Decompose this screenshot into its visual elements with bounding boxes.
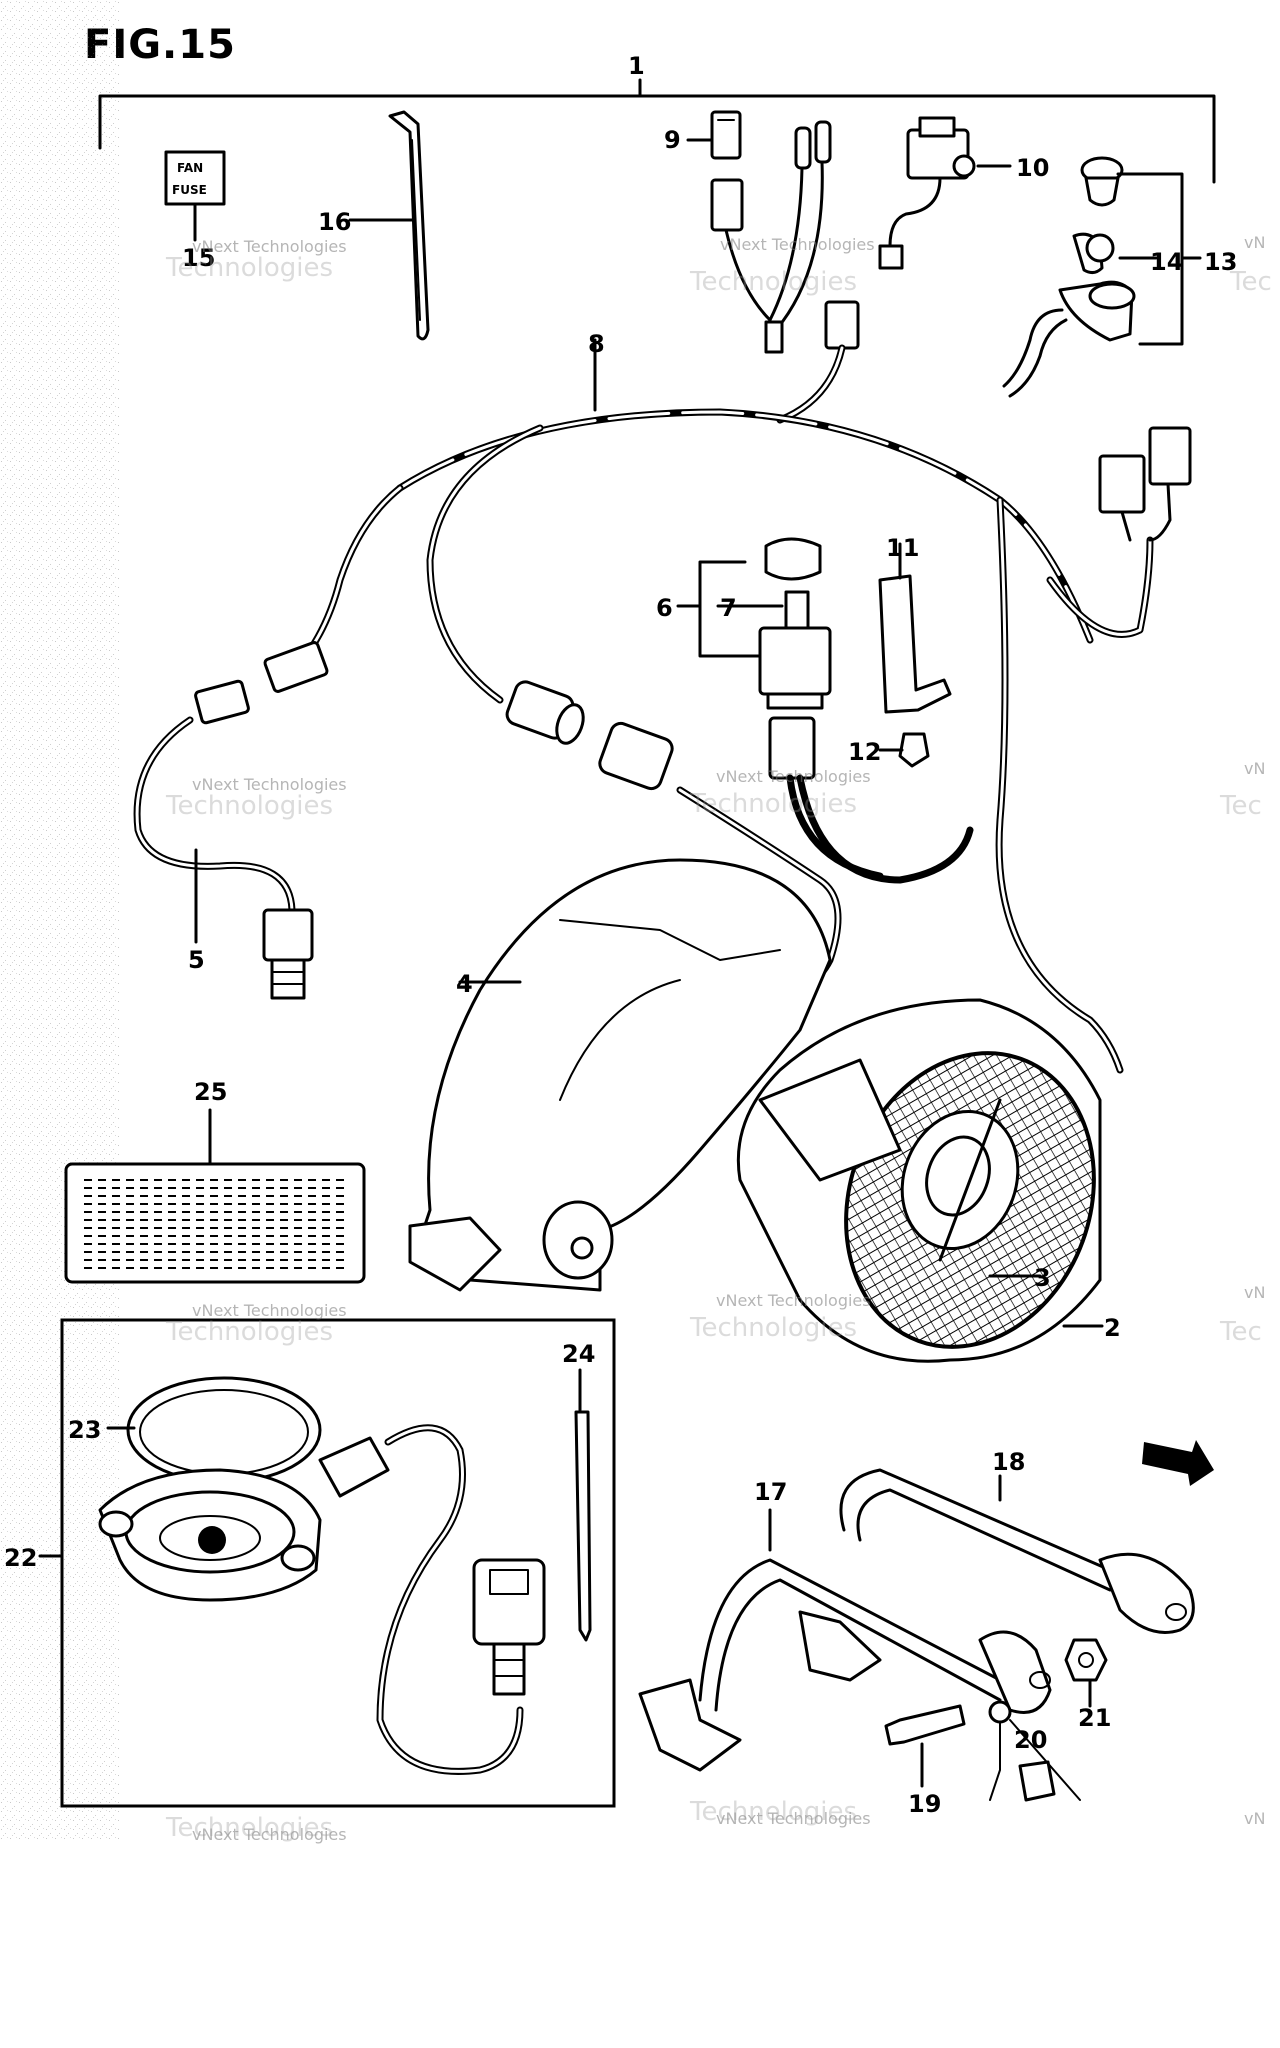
callout-20: 20 <box>1014 1726 1047 1754</box>
fan-shroud-part <box>408 858 832 1292</box>
watermark-text-edge-large: Tec <box>1229 267 1272 297</box>
lamp-socket-part <box>1002 156 1202 398</box>
watermark-text-large: Technologies <box>689 1313 857 1343</box>
callout-22: 22 <box>4 1544 37 1572</box>
watermark-text-large: Technologies <box>165 1317 333 1347</box>
watermark-text-edge: vN <box>1244 759 1265 778</box>
fuse-holder-part <box>686 110 832 354</box>
callout-1: 1 <box>628 52 645 80</box>
fan-fuse-label-part: FAN FUSE <box>164 150 226 242</box>
watermark-text-edge: vN <box>1244 1809 1265 1828</box>
callout-9: 9 <box>664 126 681 154</box>
callout-labels: 1 2 3 4 5 6 7 8 9 10 11 12 13 14 15 16 1… <box>4 52 1237 1818</box>
watermark-text-large: Technologies <box>689 789 857 819</box>
watermarks: vNext Technologies Technologies vNext Te… <box>165 233 1272 1844</box>
watermark-text-large: Technologies <box>165 791 333 821</box>
fuse-label-line2: FUSE <box>172 183 207 197</box>
watermark-text: vNext Technologies <box>192 1825 347 1844</box>
callout-17: 17 <box>754 1478 787 1506</box>
watermark-text-large: Technologies <box>165 1813 333 1843</box>
watermark-text: vNext Technologies <box>192 237 347 256</box>
watermark-text-large: Technologies <box>165 253 333 283</box>
callout-15: 15 <box>182 244 215 272</box>
callout-7: 7 <box>720 594 737 622</box>
callout-2: 2 <box>1104 1314 1121 1342</box>
callout-10: 10 <box>1016 154 1049 182</box>
callout-21: 21 <box>1078 1704 1111 1732</box>
callout-13: 13 <box>1204 248 1237 276</box>
watermark-text: vNext Technologies <box>192 1301 347 1320</box>
callout-24: 24 <box>562 1340 595 1368</box>
watermark-text-large: Technologies <box>689 267 857 297</box>
wiring-harness-part <box>306 338 1154 1074</box>
callout-25: 25 <box>194 1078 227 1106</box>
callout-18: 18 <box>992 1448 1025 1476</box>
callout-6: 6 <box>656 594 673 622</box>
watermark-text: vNext Technologies <box>192 775 347 794</box>
callout-4: 4 <box>456 970 473 998</box>
callout-3: 3 <box>1034 1264 1051 1292</box>
callout-5: 5 <box>188 946 205 974</box>
sensor-kit-part <box>38 1318 616 1808</box>
callout-19: 19 <box>908 1790 941 1818</box>
watermark-text: vNext Technologies <box>716 1809 871 1828</box>
callout-16: 16 <box>318 208 351 236</box>
fan-motor-part <box>736 998 1104 1363</box>
relay-bracket-part <box>878 542 952 768</box>
callout-12: 12 <box>848 738 881 766</box>
warning-label-part <box>64 1108 366 1284</box>
cable-tie-part <box>348 110 430 341</box>
watermark-text: vNext Technologies <box>716 767 871 786</box>
connector-small <box>776 300 860 424</box>
forward-arrow-icon <box>1142 1440 1214 1486</box>
callout-11: 11 <box>886 534 919 562</box>
harness-connectors-right <box>1098 426 1192 542</box>
watermark-text-edge: vN <box>1244 1283 1265 1302</box>
fuse-label-line1: FAN <box>177 161 203 175</box>
fan-relay-part <box>676 537 974 884</box>
callout-8: 8 <box>588 330 605 358</box>
temp-sensor-part <box>133 641 329 1000</box>
watermark-text-large: Technologies <box>689 1797 857 1827</box>
scan-noise <box>0 0 120 1840</box>
mounting-stay-part <box>638 1468 1195 1802</box>
watermark-text-edge-large: Tec <box>1219 791 1262 821</box>
watermark-text: vNext Technologies <box>720 235 875 254</box>
watermark-text-edge: vN <box>1244 233 1265 252</box>
relay-switch-part <box>878 116 1012 270</box>
callout-23: 23 <box>68 1416 101 1444</box>
callout-14: 14 <box>1150 248 1183 276</box>
watermark-text: vNext Technologies <box>716 1291 871 1310</box>
watermark-text-edge-large: Tec <box>1219 1317 1262 1347</box>
bracket-item-1 <box>98 78 1216 184</box>
